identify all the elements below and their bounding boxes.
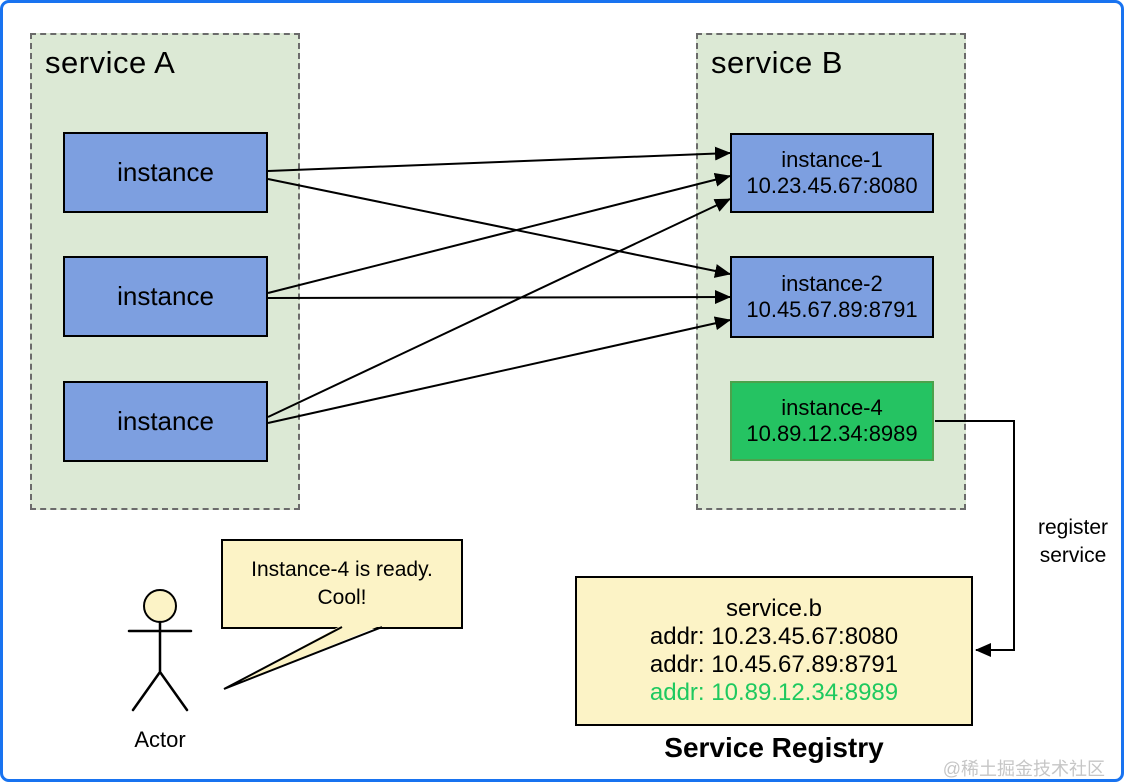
register-service-line2: service: [1039, 544, 1107, 567]
arrow-a1-to-b1: [267, 146, 731, 172]
speech-bubble-tail: [223, 625, 383, 690]
registry-entry: addr: 10.23.45.67:8080: [649, 623, 899, 650]
instance-label: instance: [117, 157, 214, 187]
instance-name: instance-2: [781, 271, 883, 296]
speech-bubble: Instance-4 is ready. Cool!: [221, 539, 463, 629]
service-a-title: service A: [45, 45, 176, 80]
instance-label: instance: [117, 281, 214, 311]
actor-figure: [127, 589, 193, 712]
service-b-instance-1: instance-1 10.23.45.67:8080: [730, 133, 934, 213]
service-a-instance-3: instance: [63, 381, 268, 462]
arrow-a2-to-b1: [267, 172, 731, 294]
arrow-a1-to-b2: [267, 178, 731, 278]
register-service-label: register service: [1014, 514, 1121, 570]
service-b-instance-2: instance-2 10.45.67.89:8791: [730, 256, 934, 338]
service-a-instance-1: instance: [63, 132, 268, 213]
speech-line2: Cool!: [317, 586, 367, 609]
service-registry-caption: Service Registry: [664, 732, 884, 763]
actor-body: [127, 620, 193, 712]
watermark: @稀土掘金技术社区: [942, 759, 1105, 779]
speech-bubble-tail-fill: [224, 625, 382, 689]
speech-bubble-tail-outline: [223, 626, 383, 690]
instance-addr: 10.89.12.34:8989: [746, 421, 918, 446]
arrow-a3-to-b1: [267, 198, 731, 418]
arrow-a3-to-b2: [267, 316, 731, 424]
instance-addr: 10.45.67.89:8791: [746, 297, 918, 322]
actor-label: Actor: [134, 727, 186, 752]
instance-name: instance-1: [781, 147, 883, 172]
arrow-a2-to-b2: [267, 290, 731, 305]
instance-label: instance: [117, 406, 214, 436]
service-b-instance-4: instance-4 10.89.12.34:8989: [730, 381, 934, 461]
actor-head: [143, 589, 177, 623]
registry-entry-highlighted: addr: 10.89.12.34:8989: [649, 679, 899, 706]
instance-name: instance-4: [781, 395, 883, 420]
registry-service-name: service.b: [725, 595, 823, 622]
registry-entry: addr: 10.45.67.89:8791: [649, 651, 899, 678]
service-b-title: service B: [711, 45, 843, 80]
speech-line1: Instance-4 is ready.: [251, 558, 433, 581]
service-a-instance-2: instance: [63, 256, 268, 337]
register-service-line1: register: [1037, 516, 1109, 539]
instance-addr: 10.23.45.67:8080: [746, 173, 918, 198]
service-registry-box: service.b addr: 10.23.45.67:8080 addr: 1…: [575, 576, 973, 726]
